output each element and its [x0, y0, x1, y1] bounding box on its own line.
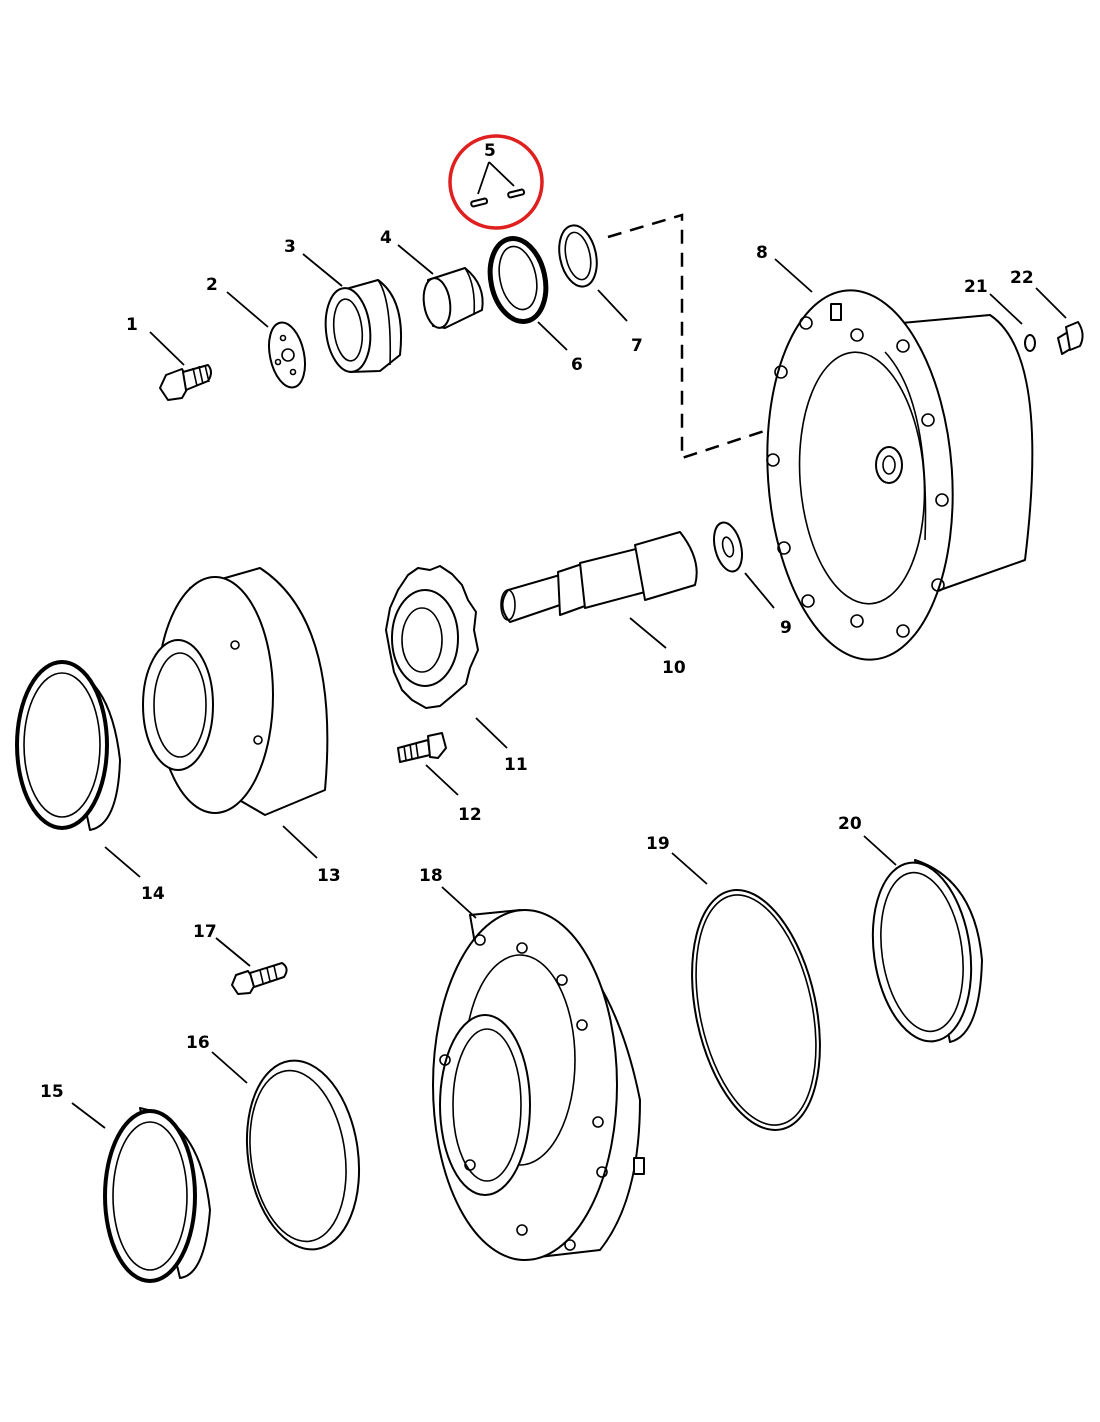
part-21-washer[interactable]: [1024, 334, 1036, 352]
part-5-pins[interactable]: [470, 188, 526, 208]
highlight-circle: [448, 134, 544, 230]
callout-1[interactable]: 1: [126, 315, 138, 335]
leader-lines: [71, 161, 1067, 1129]
callout-3[interactable]: 3: [284, 237, 296, 257]
callout-14[interactable]: 14: [141, 884, 165, 904]
part-19-o-ring[interactable]: [672, 878, 840, 1142]
callout-21[interactable]: 21: [964, 277, 988, 297]
callout-11[interactable]: 11: [504, 755, 528, 775]
part-15-bearing-cup[interactable]: [103, 1107, 211, 1283]
part-6-seal-ring[interactable]: [483, 233, 553, 326]
part-1-bolt[interactable]: [159, 364, 212, 401]
callout-15[interactable]: 15: [40, 1082, 64, 1102]
part-18-spindle-flange[interactable]: [432, 909, 645, 1261]
part-20-bearing-cup[interactable]: [862, 856, 983, 1048]
callout-2[interactable]: 2: [206, 275, 218, 295]
callout-8[interactable]: 8: [756, 243, 768, 263]
callout-10[interactable]: 10: [662, 658, 686, 678]
callout-4[interactable]: 4: [380, 228, 392, 248]
callout-12[interactable]: 12: [458, 805, 482, 825]
callout-17[interactable]: 17: [193, 922, 217, 942]
part-16-race[interactable]: [235, 1053, 370, 1256]
callout-13[interactable]: 13: [317, 866, 341, 886]
callout-20[interactable]: 20: [838, 814, 862, 834]
callout-18[interactable]: 18: [419, 866, 443, 886]
part-10-shaft[interactable]: [500, 531, 698, 623]
part-7-seal[interactable]: [554, 222, 602, 290]
callout-22[interactable]: 22: [1010, 268, 1034, 288]
part-12-bolt[interactable]: [397, 732, 447, 763]
callout-7[interactable]: 7: [631, 336, 643, 356]
callout-6[interactable]: 6: [571, 355, 583, 375]
callout-16[interactable]: 16: [186, 1033, 210, 1053]
part-13-carrier-housing[interactable]: [142, 567, 329, 816]
callout-9[interactable]: 9: [780, 618, 792, 638]
part-3-bearing[interactable]: [322, 279, 403, 374]
callout-5[interactable]: 5: [484, 141, 496, 161]
part-14-oil-seal[interactable]: [15, 660, 121, 831]
part-22-plug[interactable]: [1057, 321, 1084, 355]
part-9-washer[interactable]: [709, 520, 746, 575]
part-11-sprocket-gear[interactable]: [385, 565, 479, 709]
callout-19[interactable]: 19: [646, 834, 670, 854]
part-17-bolt[interactable]: [231, 962, 288, 995]
assembly-dashed-line: [607, 213, 829, 460]
part-8-hub-housing[interactable]: [755, 284, 1034, 666]
part-2-thrust-plate[interactable]: [264, 319, 311, 391]
part-4-bushing[interactable]: [421, 267, 484, 330]
